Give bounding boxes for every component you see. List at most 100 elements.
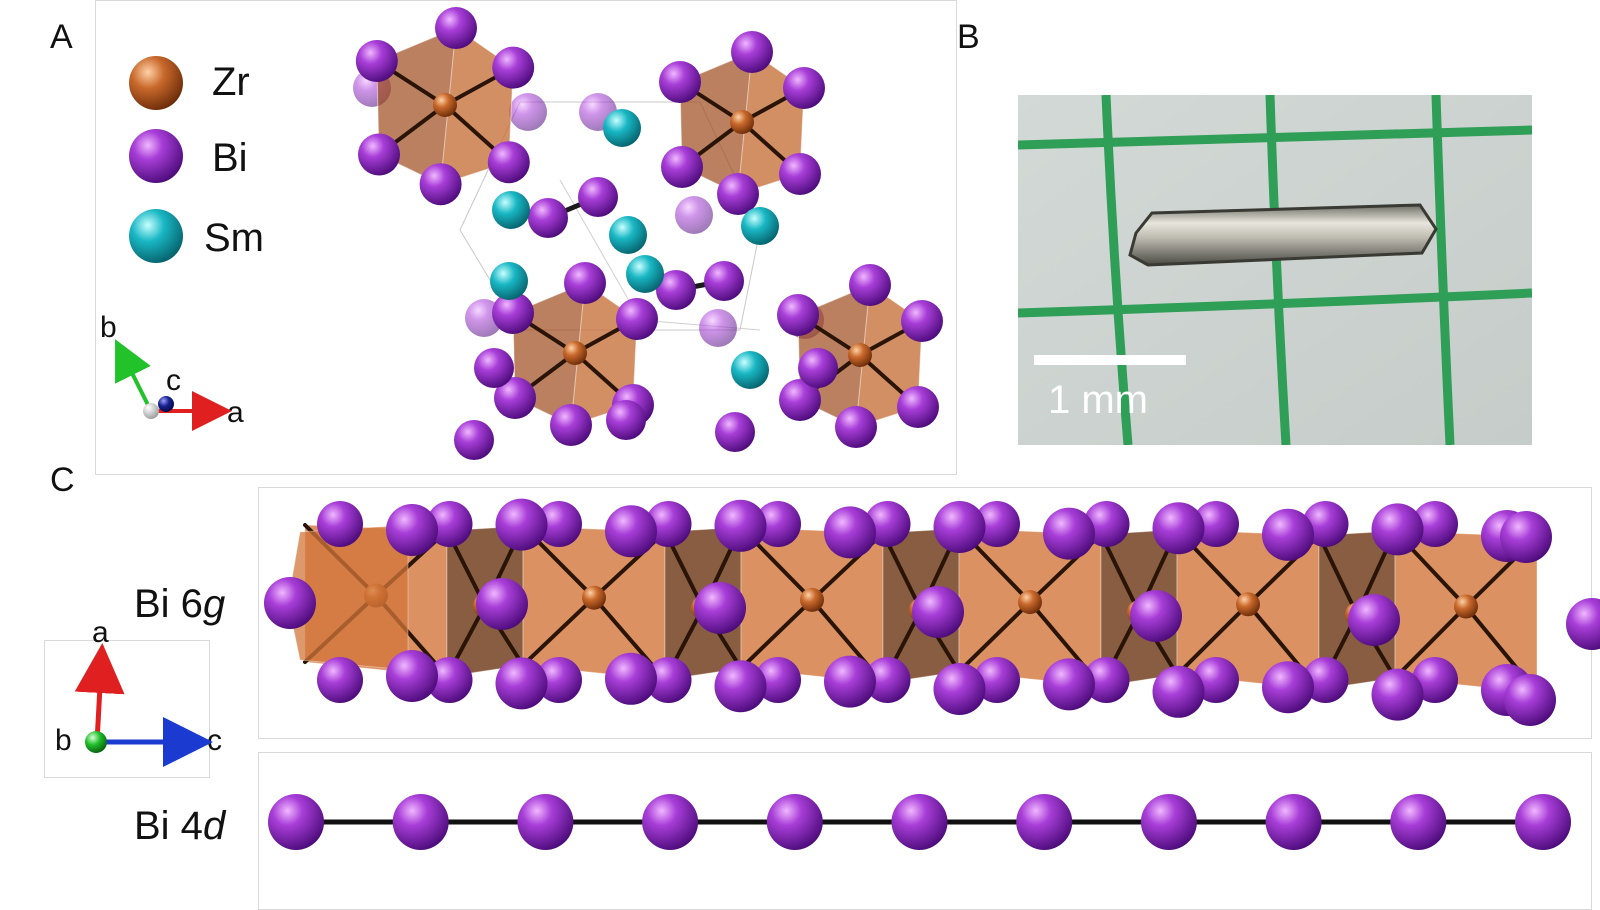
panel-c-structure (264, 498, 1600, 850)
bi-atom (1193, 501, 1239, 547)
bi-atom (704, 261, 744, 301)
zr-atom (582, 585, 606, 610)
paper-grid (1018, 95, 1532, 445)
axis-indicators (74, 339, 232, 767)
bi-atom (1130, 590, 1182, 642)
bond (521, 595, 596, 668)
bi-atom (550, 404, 592, 446)
panel-label-a: A (50, 18, 73, 56)
bi-atom (1412, 657, 1458, 703)
axis-a-label-b: b (100, 311, 117, 344)
axis-b-marker-c (85, 731, 107, 753)
axis-b-arrow (115, 339, 153, 412)
bi-atom (1302, 657, 1349, 703)
bi-atom (755, 501, 801, 547)
bi-atom (849, 264, 891, 306)
zr-atom (800, 587, 824, 612)
bi-atom (974, 501, 1020, 547)
bi-atom (386, 504, 438, 556)
zr-atom (1236, 592, 1260, 617)
bi-atom (933, 663, 986, 715)
bi-atom (642, 794, 699, 850)
bi-atom (1302, 501, 1349, 547)
panel-a-structure (353, 7, 943, 460)
bi-atom (731, 31, 773, 73)
bi-atom (605, 652, 657, 705)
bi-atom (495, 498, 548, 551)
bi-atom (317, 657, 363, 703)
bi-atom (264, 577, 316, 629)
bi-atom (435, 7, 477, 49)
bi-atom (891, 794, 948, 850)
bi-atom (901, 300, 943, 342)
bi-atom (1390, 794, 1447, 850)
axis-c-label-a: a (92, 616, 109, 649)
bi-atom (509, 93, 547, 131)
bi-atom (661, 146, 703, 188)
row-label-bi4d-prefix: Bi 4 (134, 804, 203, 848)
sm-atom (609, 216, 647, 254)
bi-atom (426, 501, 473, 547)
bi-atom (358, 133, 400, 176)
crystal-photo-svg (1018, 95, 1532, 445)
bi-atom (528, 198, 568, 238)
crystal-photo (1018, 95, 1532, 445)
bi-atom (454, 420, 494, 460)
bi-atom (487, 141, 530, 184)
row-label-bi6g-site: g (202, 582, 226, 626)
bond (1099, 532, 1141, 615)
bi-atom (578, 177, 618, 217)
bi-atom (659, 61, 701, 103)
zr-atom (848, 343, 872, 367)
scale-bar (1034, 355, 1186, 365)
bi-atom (1083, 501, 1130, 547)
bi-atom (1043, 507, 1095, 560)
sm-atom (490, 262, 528, 300)
bi-atom (494, 377, 536, 419)
bond (1317, 533, 1359, 617)
scale-bar-label: 1 mm (1048, 378, 1148, 422)
bi-atom (1262, 661, 1314, 714)
legend-label-bi: Bi (212, 136, 248, 180)
bi-atom (426, 657, 473, 703)
bi-atom (694, 582, 746, 634)
bi-atom (1265, 794, 1322, 850)
bi-atom (1500, 511, 1552, 563)
bi-atom (495, 657, 548, 710)
zr-atom (129, 56, 183, 110)
axis-a-arrow-c (74, 643, 125, 743)
bi-atom (675, 196, 713, 234)
bi-atom (755, 657, 801, 703)
bi-atom (835, 406, 877, 448)
row-label-bi4d: Bi 4d (134, 806, 225, 846)
bi-atom (798, 348, 838, 388)
legend-label-zr: Zr (212, 60, 250, 104)
axis-origin (143, 403, 159, 419)
bi-atom (606, 400, 646, 440)
bond (739, 597, 814, 671)
bi-atom (129, 129, 183, 183)
row-label-bi6g: Bi 6g (134, 584, 225, 624)
crystal (1128, 203, 1438, 267)
bi-atom (517, 794, 574, 850)
bi-atom (656, 270, 696, 310)
zr-atom (1018, 590, 1042, 615)
zr-atom (730, 110, 754, 134)
bi-atom (779, 379, 821, 421)
bi-atom (1412, 501, 1458, 547)
sm-atom (129, 209, 183, 263)
bi-atom (1043, 658, 1095, 711)
bi-atom (268, 794, 324, 850)
bi-atom (1193, 657, 1239, 703)
bi-atom (564, 262, 606, 304)
bi-atom (699, 309, 737, 347)
bi-atom (1262, 508, 1314, 561)
bi-atom (974, 657, 1020, 703)
row-label-bi6g-prefix: Bi 6 (134, 582, 203, 626)
bi-atom (897, 386, 939, 428)
bond (1393, 604, 1468, 680)
bi-atom (536, 501, 582, 547)
panel-label-c: C (50, 461, 75, 499)
zr-atom (563, 341, 587, 365)
